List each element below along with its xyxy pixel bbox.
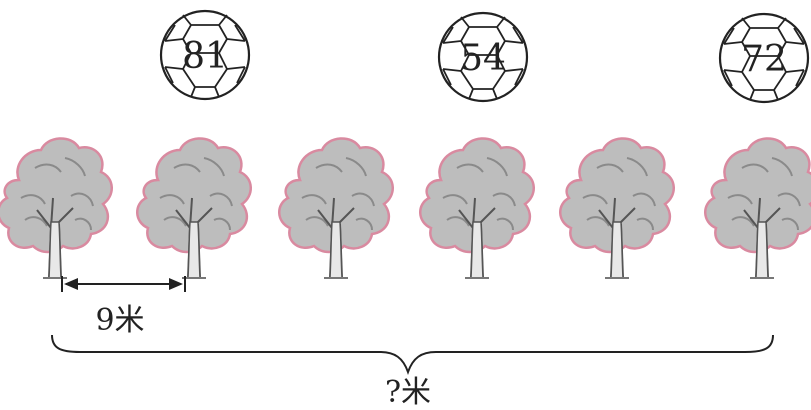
tree-icon <box>137 138 251 278</box>
tree-icon <box>420 138 534 278</box>
tree-6 <box>705 138 811 278</box>
total-brace <box>52 335 773 372</box>
tree-4 <box>420 138 534 278</box>
tree-icon <box>0 138 112 278</box>
tree-3 <box>279 138 393 278</box>
tree-5 <box>560 138 674 278</box>
tree-icon <box>705 138 811 278</box>
spacing-label: 9米 <box>95 303 144 338</box>
ball-3: 72 <box>720 14 808 102</box>
tree-icon <box>560 138 674 278</box>
ball-number: 54 <box>460 38 506 79</box>
tree-1 <box>0 138 112 278</box>
tree-2 <box>137 138 251 278</box>
ball-number: 72 <box>741 39 787 80</box>
total-label: ?米 <box>385 375 431 410</box>
tree-icon <box>279 138 393 278</box>
ball-number: 81 <box>182 36 228 77</box>
spacing-arrow <box>62 276 185 292</box>
ball-2: 54 <box>439 13 527 101</box>
ball-1: 81 <box>161 11 249 99</box>
